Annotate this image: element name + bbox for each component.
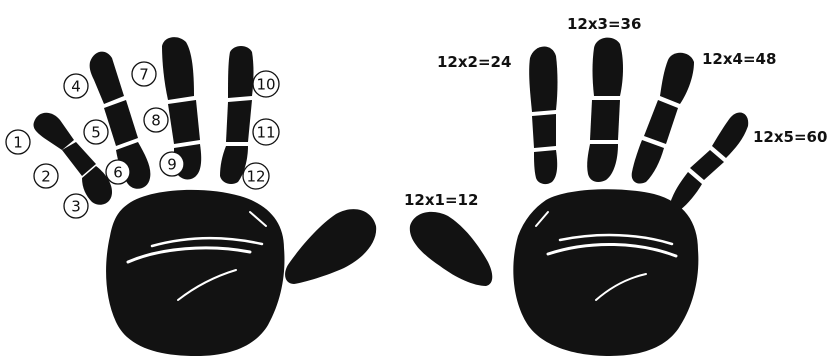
segment-label-9: 9 bbox=[159, 151, 185, 177]
left-index-finger bbox=[220, 46, 254, 184]
segment-label-11: 11 bbox=[252, 118, 280, 146]
right-ring-finger bbox=[631, 52, 694, 184]
right-middle-finger bbox=[587, 37, 623, 182]
svg-text:1: 1 bbox=[13, 134, 23, 152]
svg-text:4: 4 bbox=[71, 78, 81, 96]
svg-text:9: 9 bbox=[167, 156, 177, 174]
right-palm bbox=[513, 189, 699, 356]
segment-label-6: 6 bbox=[105, 159, 131, 185]
equation-12x5: 12x5=60 bbox=[753, 128, 827, 146]
segment-label-10: 10 bbox=[252, 70, 280, 98]
svg-text:8: 8 bbox=[151, 112, 161, 130]
segment-label-2: 2 bbox=[33, 163, 59, 189]
equation-12x4: 12x4=48 bbox=[702, 50, 776, 68]
svg-text:11: 11 bbox=[256, 124, 275, 142]
equation-12x1: 12x1=12 bbox=[404, 191, 478, 209]
svg-text:6: 6 bbox=[113, 164, 123, 182]
right-hand bbox=[409, 37, 749, 356]
svg-text:10: 10 bbox=[256, 76, 275, 94]
segment-label-7: 7 bbox=[131, 61, 157, 87]
left-middle-finger bbox=[162, 37, 202, 180]
segment-label-8: 8 bbox=[143, 107, 169, 133]
segment-label-1: 1 bbox=[5, 129, 31, 155]
left-thumb bbox=[285, 209, 377, 284]
right-thumb bbox=[409, 211, 493, 286]
segment-label-4: 4 bbox=[63, 73, 89, 99]
segment-label-3: 3 bbox=[63, 193, 89, 219]
svg-text:5: 5 bbox=[91, 124, 101, 142]
segment-label-12: 12 bbox=[242, 162, 270, 190]
right-hand-equations: 12x1=12 12x2=24 12x3=36 12x4=48 12x5=60 bbox=[404, 15, 827, 209]
left-hand-labels: 1 2 3 4 5 6 7 8 bbox=[5, 61, 280, 219]
svg-text:2: 2 bbox=[41, 168, 51, 186]
left-palm bbox=[106, 189, 285, 356]
left-pinky bbox=[33, 112, 112, 205]
svg-text:3: 3 bbox=[71, 198, 81, 216]
right-little-finger bbox=[670, 112, 749, 211]
equation-12x2: 12x2=24 bbox=[437, 53, 511, 71]
segment-label-5: 5 bbox=[83, 119, 109, 145]
left-hand bbox=[33, 37, 377, 356]
svg-text:7: 7 bbox=[139, 66, 149, 84]
svg-text:12: 12 bbox=[246, 168, 265, 186]
right-index-finger bbox=[529, 46, 558, 185]
equation-12x3: 12x3=36 bbox=[567, 15, 641, 33]
